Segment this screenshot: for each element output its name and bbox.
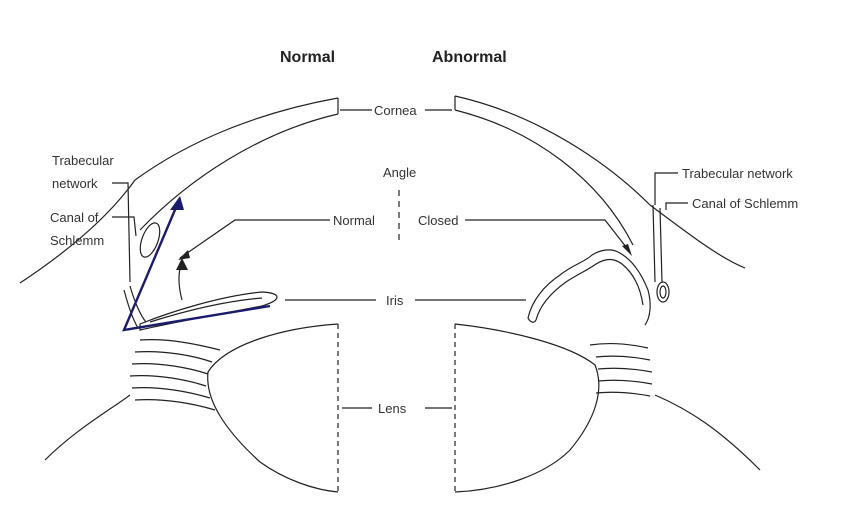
label-trabecular-left-2: network: [52, 176, 98, 191]
abnormal-canal-of-schlemm: [656, 281, 670, 303]
label-trabecular-left-1: Trabecular: [52, 153, 114, 168]
leader-lines: [112, 109, 688, 409]
normal-zonules: [129, 339, 221, 411]
label-canal-right: Canal of Schlemm: [692, 196, 798, 211]
label-canal-left-2: Schlemm: [50, 233, 104, 248]
normal-cornea-inner: [139, 113, 339, 231]
abnormal-cornea: [454, 95, 651, 206]
heading-normal: Normal: [280, 49, 335, 66]
heading-abnormal: Abnormal: [432, 49, 507, 66]
normal-eye: [19, 97, 339, 493]
normal-angle-annotation: [122, 197, 271, 332]
abnormal-iris: [527, 249, 651, 326]
normal-canal-of-schlemm: [139, 222, 161, 258]
normal-sclera: [19, 179, 136, 284]
normal-cornea: [134, 97, 339, 181]
label-lens: Lens: [378, 401, 407, 416]
abnormal-lens: [454, 323, 600, 493]
abnormal-sclera: [649, 204, 746, 269]
label-angle: Angle: [383, 165, 416, 180]
label-iris: Iris: [386, 293, 404, 308]
label-angle-normal: Normal: [333, 213, 375, 228]
label-canal-left-1: Canal of: [50, 210, 99, 225]
label-trabecular-right: Trabecular network: [682, 166, 793, 181]
label-angle-closed: Closed: [418, 213, 458, 228]
normal-lens: [207, 323, 339, 493]
abnormal-zonules: [589, 342, 653, 397]
abnormal-eye: [454, 95, 761, 493]
label-cornea: Cornea: [374, 103, 417, 118]
